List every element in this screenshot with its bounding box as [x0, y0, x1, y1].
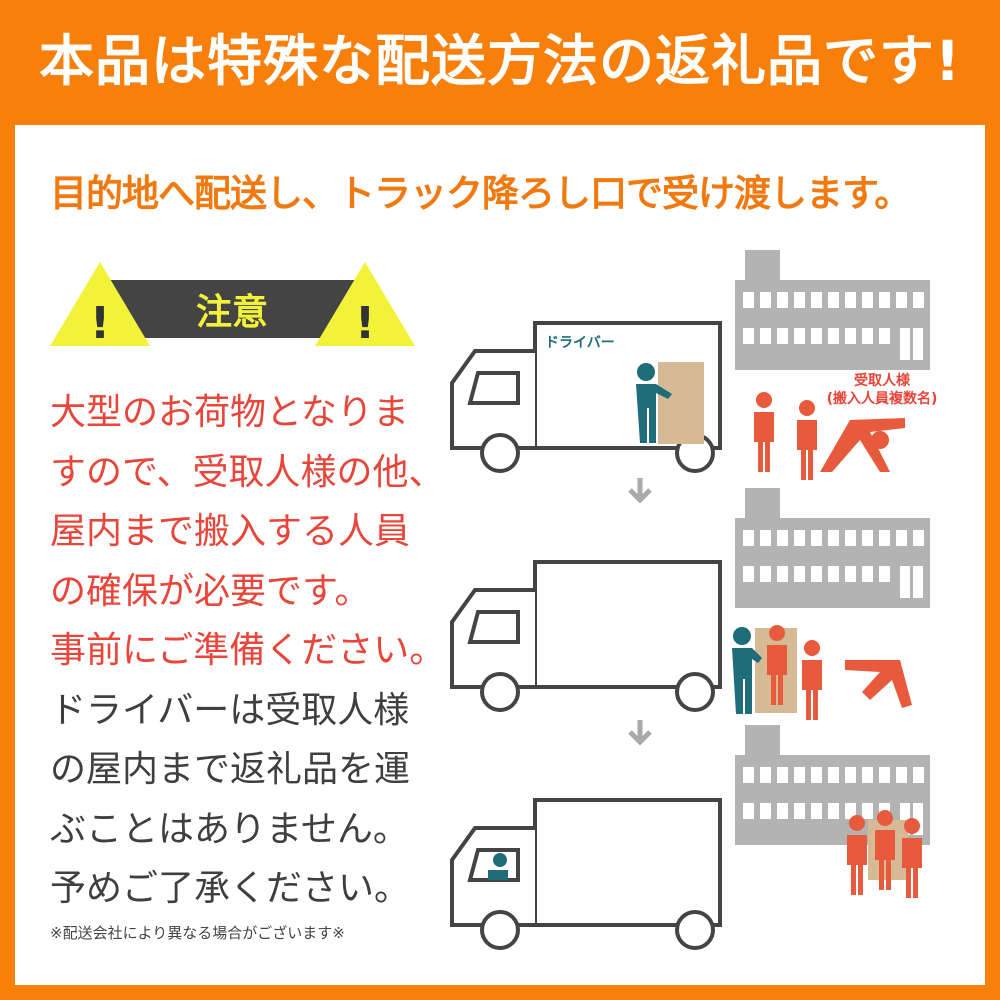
notice-line: 予めご了承ください。	[50, 868, 411, 909]
svg-text:!: !	[90, 298, 110, 349]
warning-icon-right: !	[315, 262, 415, 349]
receiver-sub-label: (搬入人員複数名)	[827, 390, 938, 407]
notice-line: の確保が必要です。	[50, 570, 371, 612]
notice-text: 大型のお荷物となりま すので、受取人様の他、 屋内まで搬入する人員 の確保が必要…	[50, 385, 446, 921]
building-2	[735, 488, 930, 608]
delivery-illustration: ドライバー 受取人様 (搬入人員複数名)	[440, 245, 985, 965]
arrow-down-icon	[628, 478, 652, 504]
driver-label: ドライバー	[545, 335, 615, 351]
driver-figure	[636, 363, 672, 443]
warning-icon-left: !	[50, 262, 150, 349]
receiver-figures	[754, 392, 905, 480]
subtitle: 目的地へ配送し、トラック降ろし口で受け渡します。	[50, 172, 911, 215]
notice-line: 屋内まで搬入する人員	[50, 511, 411, 552]
footnote: ※配送会社により異なる場合がございます※	[50, 924, 345, 942]
page-title: 本品は特殊な配送方法の返礼品です!	[38, 29, 962, 93]
notice-line: ドライバーは受取人様	[50, 689, 410, 731]
receiver-label: 受取人様	[854, 372, 911, 389]
caution-banner: ! ! 注意	[50, 258, 415, 350]
carrying-figures	[732, 625, 912, 720]
notice-line: 事前にご準備ください。	[50, 630, 446, 671]
driver-in-cab-figure	[488, 853, 508, 880]
notice-line: ぶことはありません。	[50, 808, 409, 850]
package-box	[658, 362, 704, 444]
notice-line: すので、受取人様の他、	[50, 451, 445, 493]
arrow-down-icon	[628, 720, 652, 746]
truck-2	[450, 560, 722, 712]
svg-text:!: !	[355, 298, 375, 349]
building-1	[735, 250, 930, 370]
notice-line: の屋内まで返礼品を運	[50, 749, 411, 790]
receivers-carrying-figures	[847, 810, 922, 898]
notice-line: 大型のお荷物となりま	[50, 392, 409, 433]
caution-label: 注意	[196, 292, 268, 333]
